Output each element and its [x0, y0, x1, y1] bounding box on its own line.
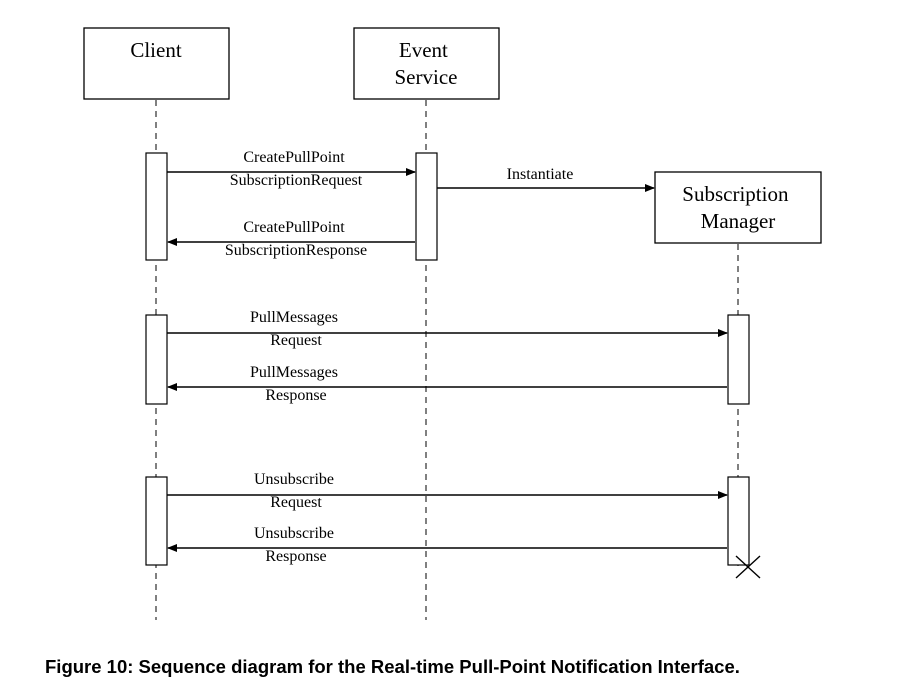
participant-subscription-manager-label-line2: Manager: [701, 209, 776, 233]
message-create-request: CreatePullPoint SubscriptionRequest: [167, 149, 416, 189]
message-create-request-line1: CreatePullPoint: [243, 149, 345, 166]
message-unsubscribe-response-line2: Response: [265, 548, 326, 565]
client-activation-2: [145, 314, 168, 405]
svg-text:Unsubscribe Request: Unsubscribe Request: [254, 471, 338, 511]
subscription-manager-activation-2: [727, 476, 750, 566]
message-pull-response-line2: Response: [265, 387, 326, 404]
participant-client: Client: [83, 27, 230, 100]
svg-text:Instantiate: Instantiate: [507, 166, 574, 183]
svg-text:Unsubscribe Response: Unsubscribe Response: [254, 525, 338, 565]
message-instantiate-label: Instantiate: [507, 166, 574, 183]
client-activation-3: [145, 476, 168, 566]
message-unsubscribe-request: Unsubscribe Request: [167, 471, 728, 511]
message-pull-response-line1: PullMessages: [250, 364, 338, 381]
svg-text:Event Service: Event Service: [395, 38, 458, 89]
message-unsubscribe-response-line1: Unsubscribe: [254, 525, 334, 542]
subscription-manager-destroy-mark: [735, 555, 761, 579]
svg-text:CreatePullPoint Subscrip: CreatePullPoint SubscriptionRequest: [230, 149, 363, 189]
message-pull-request-line2: Request: [270, 332, 322, 349]
message-pull-request: PullMessages Request: [167, 309, 728, 349]
message-pull-response: PullMessages Response: [167, 364, 727, 404]
participant-subscription-manager: Subscription Manager: [654, 171, 822, 244]
message-create-response: CreatePullPoint SubscriptionResponse: [167, 219, 415, 259]
message-create-response-line1: CreatePullPoint: [243, 219, 345, 236]
message-unsubscribe-response: Unsubscribe Response: [167, 525, 727, 565]
message-create-response-line2: SubscriptionResponse: [225, 242, 367, 259]
message-pull-request-line1: PullMessages: [250, 309, 338, 326]
svg-text:Subscription Manager: Subscription Manager: [682, 182, 793, 233]
message-unsubscribe-request-line1: Unsubscribe: [254, 471, 334, 488]
participant-event-service: Event Service: [353, 27, 500, 100]
message-unsubscribe-request-line2: Request: [270, 494, 322, 511]
participant-client-label: Client: [130, 38, 181, 62]
participant-subscription-manager-label-line1: Subscription: [682, 182, 789, 206]
svg-text:PullMessages Request: PullMessages Request: [250, 309, 342, 349]
subscription-manager-activation-1: [727, 314, 750, 405]
figure-caption: Figure 10: Sequence diagram for the Real…: [45, 656, 740, 677]
message-instantiate: Instantiate: [437, 166, 655, 192]
event-service-activation: [415, 152, 438, 261]
participant-event-service-label-line1: Event: [399, 38, 448, 62]
svg-text:PullMessages Response: PullMessages Response: [250, 364, 342, 404]
svg-text:Client: Client: [130, 38, 181, 62]
participant-event-service-label-line2: Service: [395, 65, 458, 89]
client-activation-1: [145, 152, 168, 261]
message-create-request-line2: SubscriptionRequest: [230, 172, 363, 189]
svg-text:CreatePullPoint Subscrip: CreatePullPoint SubscriptionResponse: [225, 219, 367, 259]
